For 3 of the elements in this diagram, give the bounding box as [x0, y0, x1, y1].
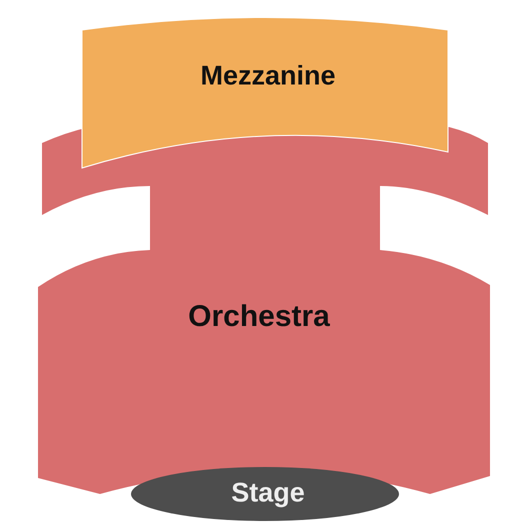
- section-label: Mezzanine: [200, 62, 336, 90]
- section-label: Stage: [231, 480, 305, 506]
- section-label: Orchestra: [188, 302, 330, 332]
